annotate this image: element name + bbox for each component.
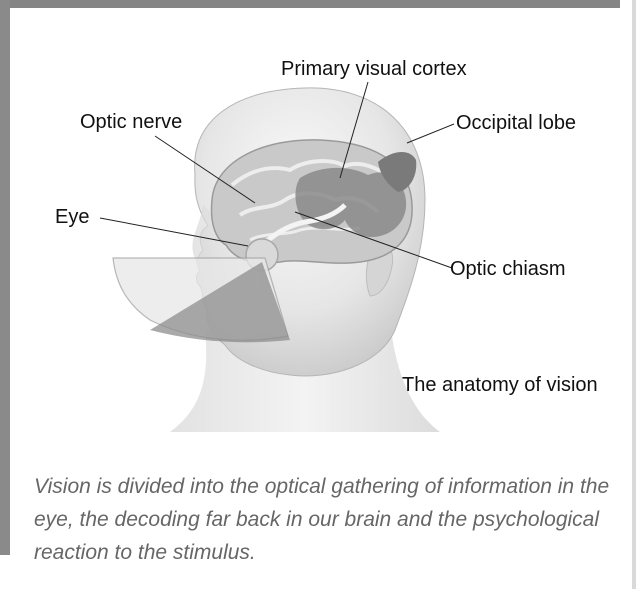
label-occipital-lobe: Occipital lobe bbox=[456, 112, 576, 135]
caption-text: Vision is divided into the optical gathe… bbox=[34, 470, 624, 569]
pointer-occipital-lobe bbox=[407, 124, 454, 143]
diagram-title: The anatomy of vision bbox=[402, 374, 598, 397]
label-optic-chiasm: Optic chiasm bbox=[450, 258, 566, 281]
label-optic-nerve: Optic nerve bbox=[80, 111, 182, 134]
label-eye: Eye bbox=[55, 206, 89, 229]
label-primary-visual-cortex: Primary visual cortex bbox=[281, 58, 467, 81]
